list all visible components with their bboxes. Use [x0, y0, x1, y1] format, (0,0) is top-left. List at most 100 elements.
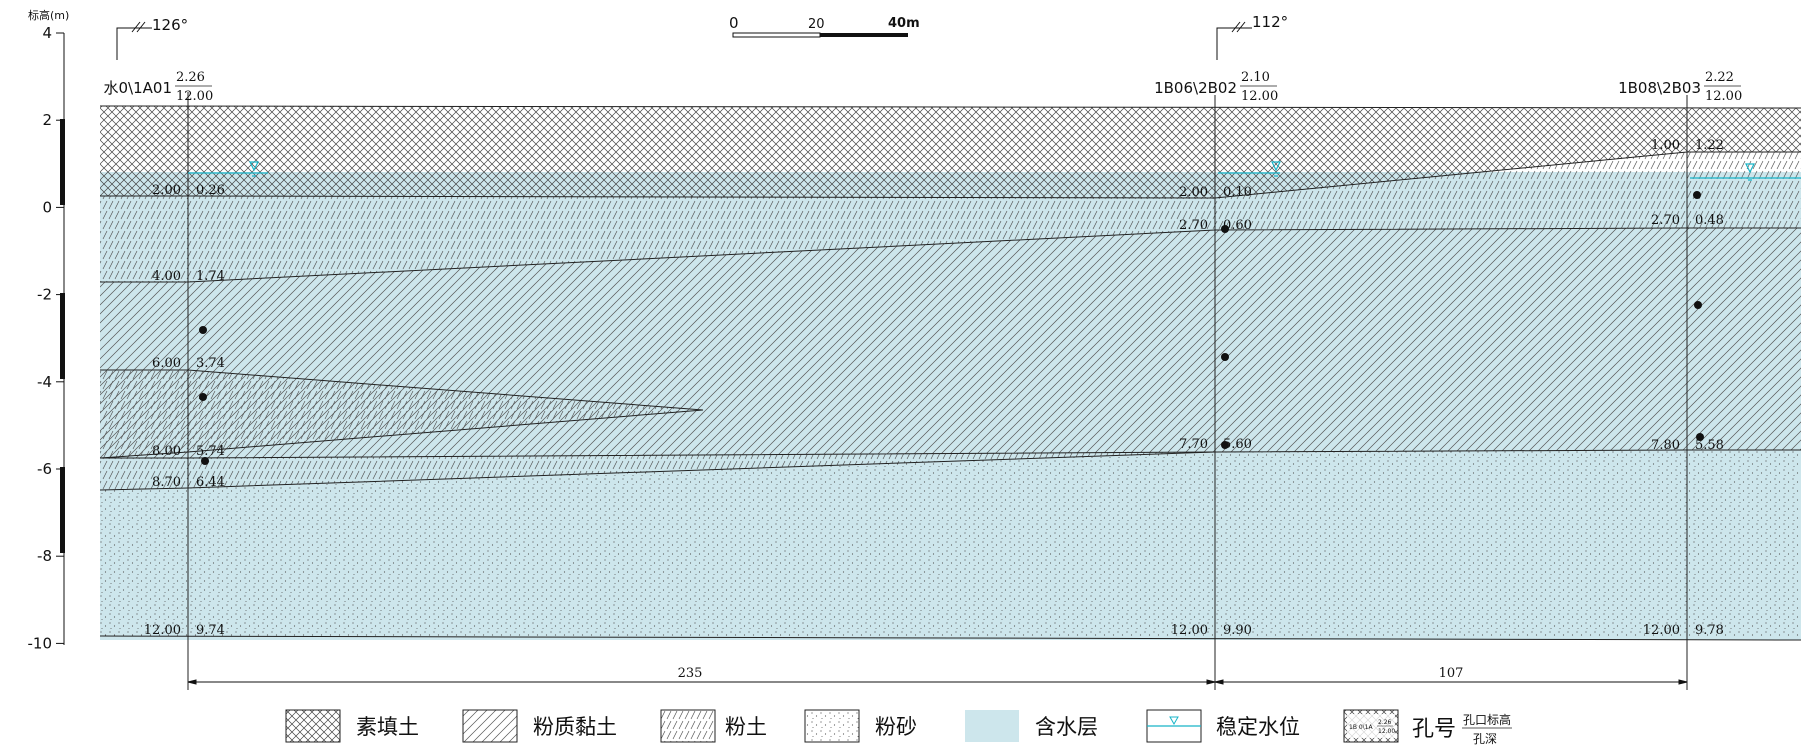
silt-lens	[100, 370, 703, 458]
axis-band-2	[60, 293, 65, 379]
layer-elevation-label: 0.10	[1223, 185, 1252, 200]
layer-depth-label: 12.00	[144, 623, 181, 638]
legend-borehole-top: 孔口标高	[1463, 712, 1511, 727]
borehole-elevation: 2.22	[1705, 70, 1734, 85]
legend-water-level-label: 稳定水位	[1216, 715, 1300, 739]
legend-aquifer: 含水层	[965, 710, 1098, 742]
water-level-marker-3	[1690, 163, 1801, 181]
axis-band-3	[60, 467, 65, 553]
legend-borehole-bottom: 孔深	[1473, 732, 1497, 746]
legend-silty-clay-label: 粉质黏土	[533, 715, 617, 739]
axis-tick-label: -6	[37, 460, 52, 478]
layer-depth-label: 2.00	[1179, 185, 1208, 200]
sample-point	[1693, 191, 1701, 199]
layer-elevation-label: 1.74	[196, 269, 225, 284]
legend-aquifer-label: 含水层	[1035, 715, 1098, 739]
direction-marker-left: 126°	[116, 16, 188, 60]
axis-tick-label: 2	[42, 111, 52, 129]
borehole-id: 1B06\2B02	[1154, 79, 1237, 97]
spacing-dimension	[187, 679, 1688, 685]
borehole-elevation: 2.10	[1241, 70, 1270, 85]
layer-depth-label: 4.00	[152, 269, 181, 284]
layer-elevation-label: 1.22	[1695, 138, 1724, 153]
legend-silt: 粉土	[660, 709, 767, 743]
scale-label-20: 20	[808, 17, 825, 32]
sample-point	[1221, 441, 1229, 449]
borehole-id: 水0\1A01	[104, 79, 173, 97]
silt-band-top	[100, 152, 1801, 282]
legend-silty-sand: 粉砂	[804, 709, 917, 743]
scale-label-40: 40m	[888, 16, 920, 31]
spacing-label-2: 107	[1439, 666, 1464, 681]
axis-tick-label: -8	[37, 547, 52, 565]
sample-point	[201, 457, 209, 465]
legend-sample-id: 1B 0\1A	[1349, 724, 1373, 731]
layer-elevation-label: 6.44	[196, 475, 225, 490]
borehole-depth: 12.00	[176, 89, 213, 104]
direction-label-left: 126°	[152, 16, 188, 34]
sample-point	[1696, 433, 1704, 441]
axis-tick-label: -10	[28, 634, 53, 652]
legend-water-level: 稳定水位	[1146, 709, 1300, 743]
layer-depth-label: 6.00	[152, 356, 181, 371]
silty-sand-band	[100, 450, 1801, 636]
water-level-markers	[188, 161, 1801, 181]
borehole-id: 1B08\2B03	[1618, 79, 1701, 97]
legend-borehole: 1B 0\1A 2.26 12.00 孔号 孔口标高 孔深	[1343, 709, 1512, 746]
layer-depth-label: 2.70	[1651, 213, 1680, 228]
sample-point	[1221, 353, 1229, 361]
layer-depth-label: 2.00	[152, 183, 181, 198]
layer-depth-label: 7.70	[1179, 437, 1208, 452]
layer-elevation-label: 5.58	[1695, 438, 1724, 453]
direction-label-right: 112°	[1252, 13, 1288, 31]
sample-point	[1221, 225, 1229, 233]
water-level-marker-1	[188, 161, 268, 177]
axis-tick-label: 4	[42, 24, 52, 42]
layer-elevation-label: 0.26	[196, 183, 225, 198]
axis-title: 标高(m)	[28, 8, 69, 22]
layer-depth-label: 12.00	[1171, 623, 1208, 638]
legend-silt-label: 粉土	[725, 715, 767, 739]
sample-point	[199, 326, 207, 334]
borehole-depth: 12.00	[1241, 89, 1278, 104]
layer-elevation-label: 3.74	[196, 356, 225, 371]
elevation-axis: 标高(m) 4 2 0 -2 -4 -6 -8 -10	[28, 8, 70, 652]
layer-elevation-label: 9.90	[1223, 623, 1252, 638]
borehole-elevation: 2.26	[176, 70, 205, 85]
axis-band-1	[60, 119, 65, 205]
sample-points	[199, 191, 1704, 465]
scale-bar-black	[820, 33, 908, 37]
ground-surface	[99, 105, 1801, 109]
fill-soil-band	[100, 106, 1801, 198]
sample-point	[199, 393, 207, 401]
layer-elevation-label: 9.78	[1695, 623, 1724, 638]
direction-marker-right: 112°	[1216, 13, 1288, 60]
legend-silty-sand-label: 粉砂	[875, 715, 917, 739]
scale-label-0: 0	[729, 14, 739, 32]
legend-fill-label: 素填土	[356, 715, 419, 739]
scale-bar-white	[732, 32, 821, 38]
legend-sample-top: 2.26	[1378, 719, 1392, 726]
water-level-marker-2	[1218, 161, 1281, 177]
axis-tick-label: -4	[37, 373, 52, 391]
layer-elevation-label: 0.48	[1695, 213, 1724, 228]
borehole-depth: 12.00	[1705, 89, 1742, 104]
layer-depth-label: 12.00	[1643, 623, 1680, 638]
legend: 素填土 粉质黏土 粉土 粉砂 含水层 稳定水位 1B 0\1A 2.2	[285, 709, 1512, 746]
bottom-line	[99, 635, 1801, 641]
spacing-label-1: 235	[678, 666, 703, 681]
layer-elevation-label: 5.74	[196, 444, 225, 459]
legend-fill-soil: 素填土	[285, 709, 419, 743]
strata-layers	[99, 105, 1801, 641]
legend-borehole-label: 孔号	[1412, 717, 1456, 742]
layer-depth-label: 8.70	[152, 475, 181, 490]
sample-point	[1694, 301, 1702, 309]
scale-bar: 0 20 40m	[729, 14, 920, 38]
axis-tick-label: 0	[42, 198, 52, 216]
legend-sample-bottom: 12.00	[1378, 728, 1395, 735]
axis-tick-label: -2	[37, 286, 52, 304]
layer-elevation-label: 0.60	[1223, 218, 1252, 233]
legend-silty-clay: 粉质黏土	[462, 709, 617, 743]
